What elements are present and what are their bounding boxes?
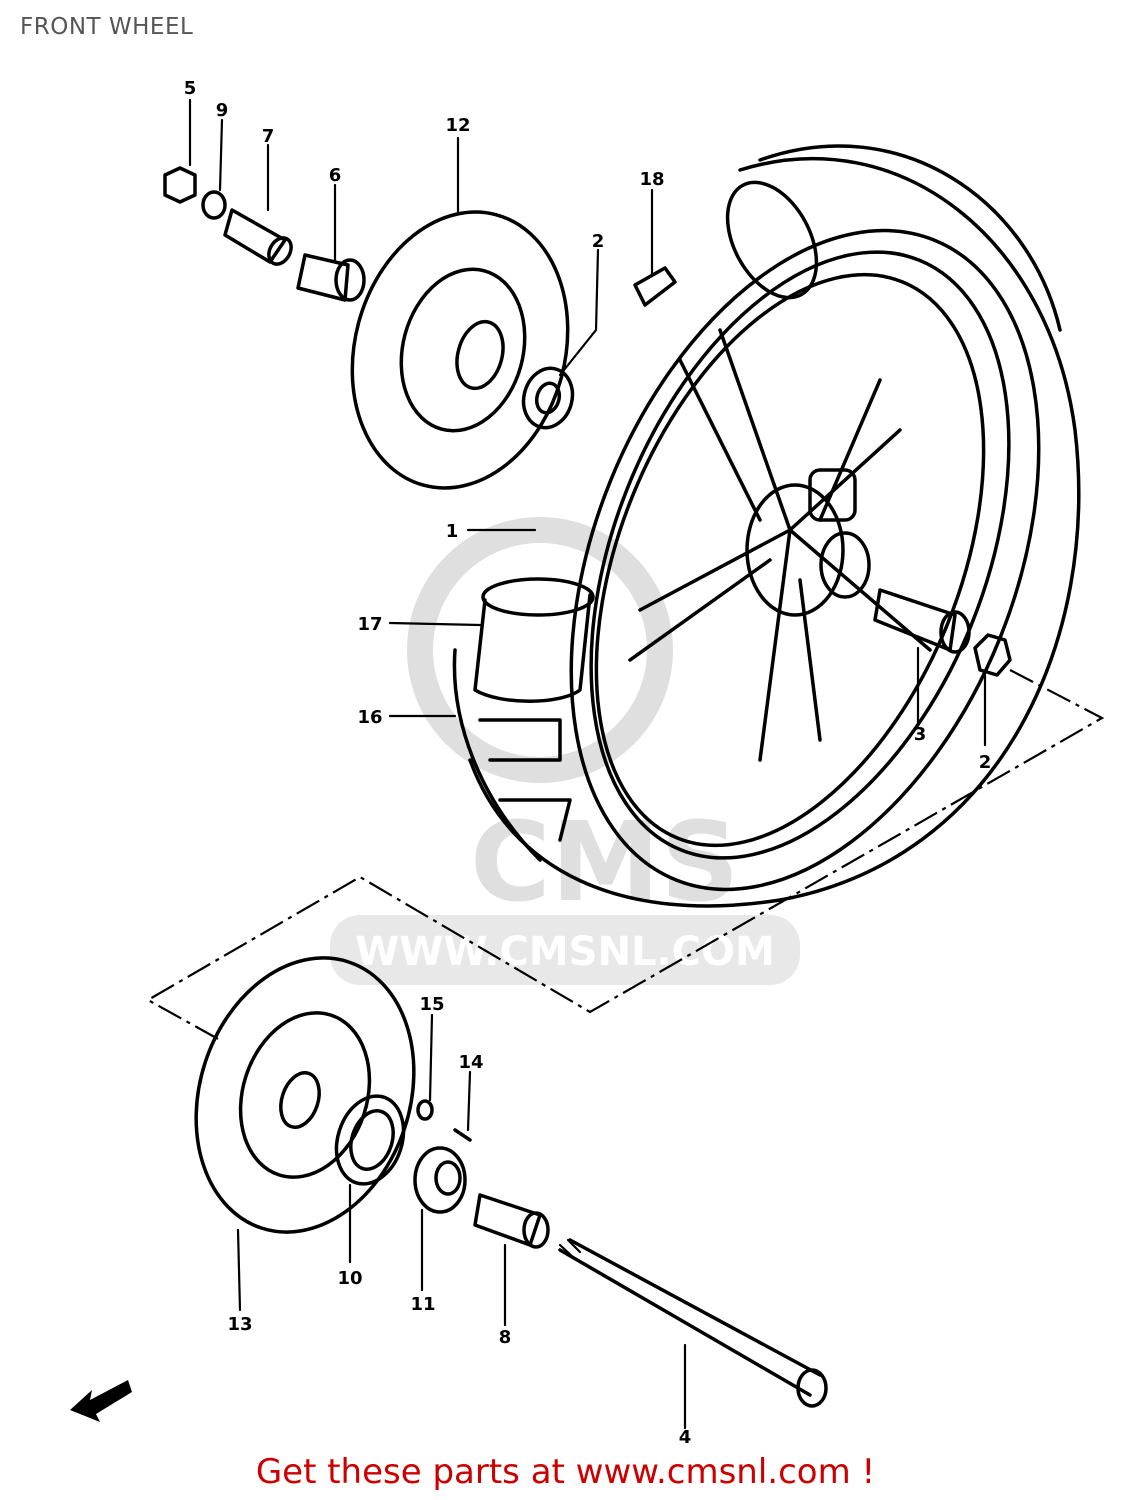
watermark: CMS WWW.CMSNL.COM — [330, 517, 800, 985]
tire — [452, 144, 1081, 908]
spacer-part-10 — [334, 1094, 406, 1186]
speedometer-gearbox — [413, 1099, 472, 1214]
callout-6: 6 — [329, 165, 342, 186]
nut-part-5 — [163, 166, 197, 204]
watermark-url: WWW.CMSNL.COM — [355, 929, 775, 975]
spacer-part-8 — [473, 1193, 550, 1249]
bearing-right — [973, 633, 1012, 677]
callout-11: 11 — [410, 1294, 435, 1315]
front-direction-arrow-icon — [70, 1380, 132, 1422]
axle-part-4 — [558, 1238, 828, 1408]
page-title: FRONT WHEEL — [20, 14, 194, 40]
callout-2-right: 2 — [979, 752, 992, 773]
callout-10: 10 — [337, 1268, 362, 1289]
callout-12: 12 — [445, 115, 470, 136]
callout-15: 15 — [419, 994, 444, 1015]
leader-lines — [188, 98, 987, 1430]
callout-18: 18 — [639, 169, 664, 190]
callout-5: 5 — [184, 78, 197, 99]
callout-13: 13 — [227, 1314, 252, 1335]
callout-9: 9 — [216, 100, 229, 121]
callout-2-upper: 2 — [592, 231, 605, 252]
spacer-part-6 — [296, 253, 366, 302]
callout-4: 4 — [679, 1427, 692, 1448]
collar-part-17 — [473, 577, 595, 703]
spacer-part-3 — [873, 588, 971, 654]
callout-3: 3 — [914, 724, 927, 745]
callout-1: 1 — [446, 521, 459, 542]
callout-labels: 1 2 2 3 4 5 6 7 8 9 10 11 12 13 14 15 16… — [184, 78, 992, 1448]
footer-link[interactable]: Get these parts at www.cmsnl.com ! — [255, 1452, 876, 1492]
brake-disc-upper — [350, 210, 570, 490]
callout-8: 8 — [499, 1327, 512, 1348]
callout-7: 7 — [262, 126, 275, 147]
washer-part-9 — [201, 190, 227, 220]
exploded-parts-diagram: CMS WWW.CMSNL.COM — [70, 78, 1105, 1448]
spacer-part-7 — [223, 208, 293, 266]
axle-guide-lines — [145, 669, 1105, 1041]
bearing-upper — [521, 366, 575, 430]
valve-part-18 — [633, 266, 677, 307]
callout-17: 17 — [357, 614, 382, 635]
callout-16: 16 — [357, 707, 382, 728]
callout-14: 14 — [458, 1052, 483, 1073]
